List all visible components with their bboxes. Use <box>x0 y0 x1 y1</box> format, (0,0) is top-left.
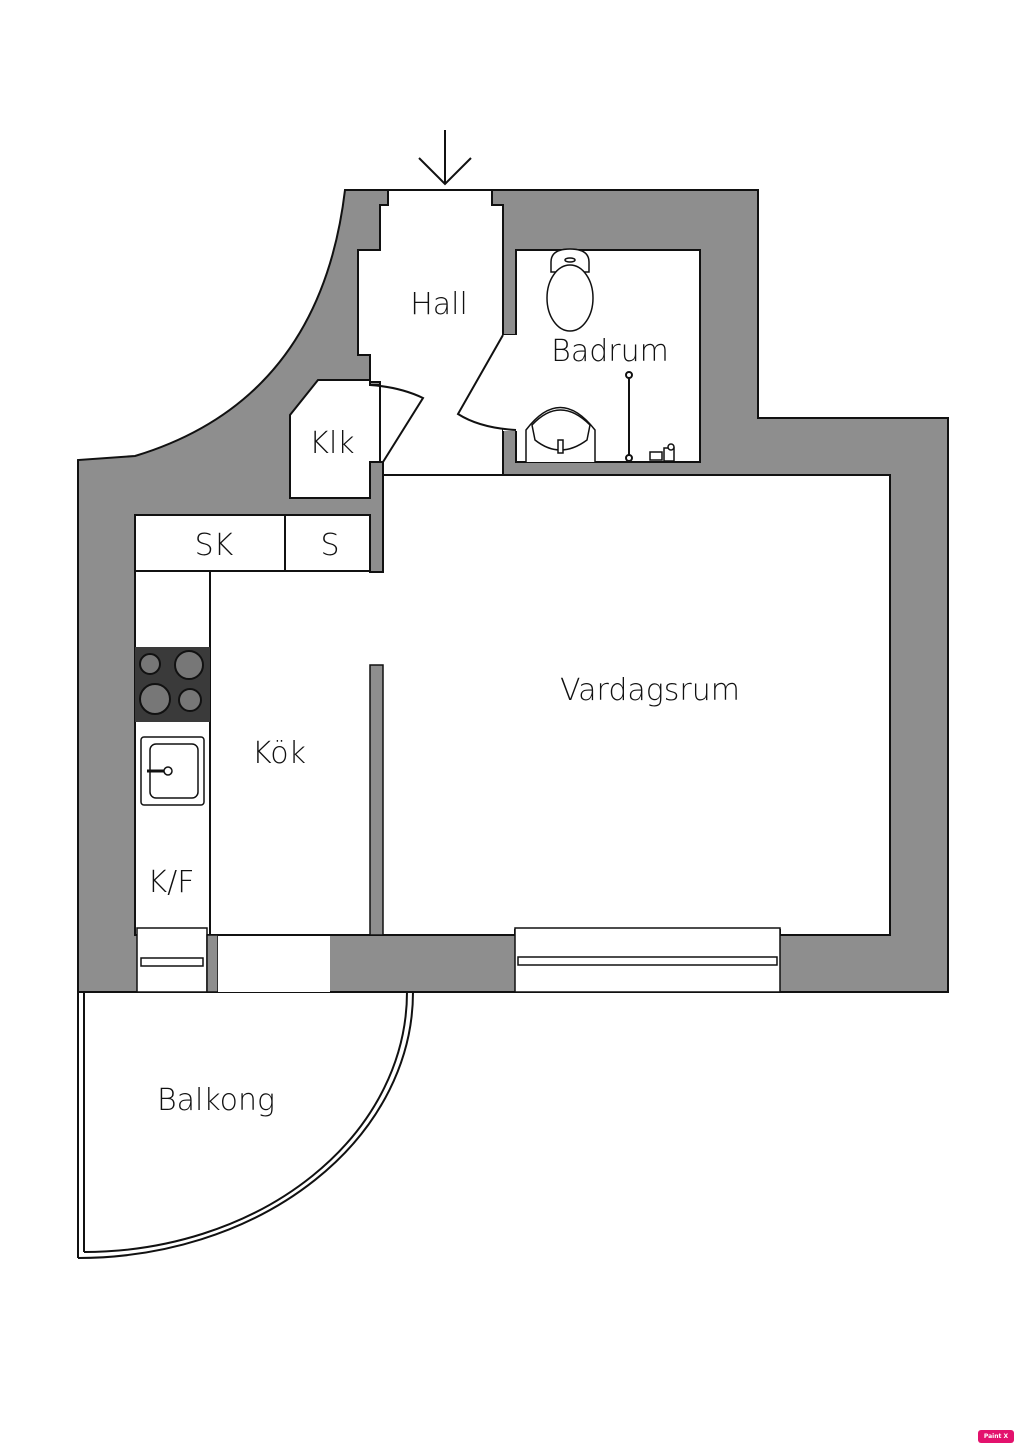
label-hall: Hall <box>410 287 468 322</box>
bath-door-swing <box>456 334 517 431</box>
balcony-outline <box>77 991 414 1259</box>
label-klk: Klk <box>309 426 354 461</box>
room-klk <box>289 379 381 499</box>
label-balkong: Balkong <box>157 1083 275 1118</box>
tap-icon <box>649 443 675 462</box>
label-s: S <box>320 528 339 563</box>
room-kok <box>134 474 891 936</box>
label-kf: K/F <box>147 865 194 900</box>
label-badrum: Badrum <box>551 334 669 369</box>
watermark-badge: Paint X lite <box>978 1430 1014 1448</box>
bathroom-sink-icon <box>525 406 596 462</box>
label-vardagsrum: Vardagsrum <box>560 673 740 708</box>
kitchen-sink-icon <box>140 736 205 806</box>
stove-icon <box>135 647 210 722</box>
shower-icon <box>625 371 633 462</box>
entrance-arrow-icon <box>418 130 472 186</box>
kitchen-wall-lower <box>369 664 384 936</box>
cabinet-s <box>284 514 371 572</box>
klk-door-swing <box>369 384 425 463</box>
living-window <box>514 927 781 993</box>
room-hall <box>357 189 517 476</box>
label-sk: SK <box>195 528 234 563</box>
toilet-icon <box>546 248 594 332</box>
label-kok: Kök <box>252 736 306 771</box>
kitchen-window <box>136 927 219 993</box>
